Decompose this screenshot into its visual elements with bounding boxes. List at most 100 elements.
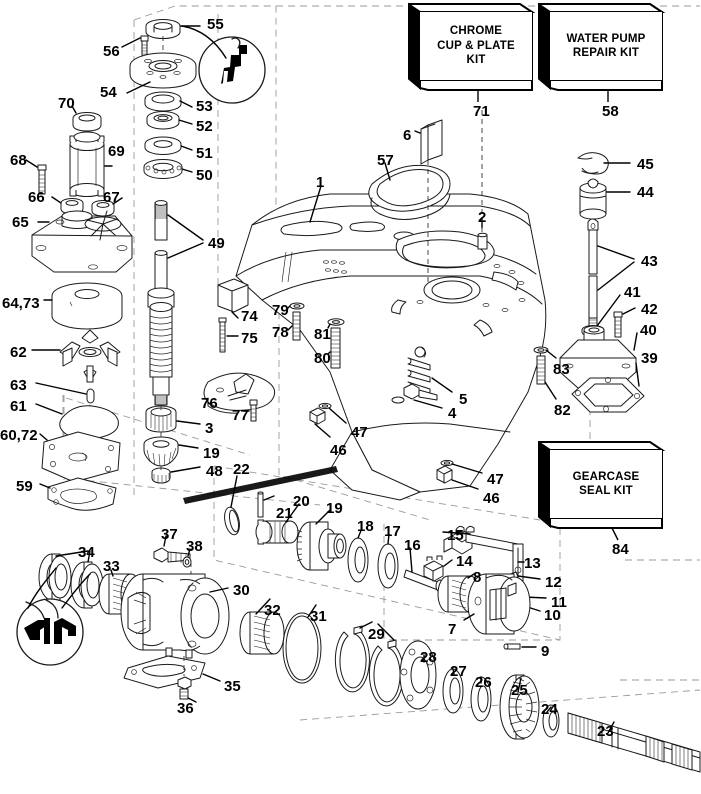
part-22-ring (224, 506, 240, 536)
callout-48: 48 (206, 463, 223, 480)
callout-77: 77 (232, 407, 249, 424)
callout-15: 15 (447, 527, 464, 544)
part-81-washer (327, 318, 345, 326)
part-61-gasket (59, 405, 119, 440)
part-19-forward-gear (296, 521, 347, 571)
callout-64-73: 64,73 (2, 295, 40, 312)
part-39-gasket (571, 377, 645, 413)
callout-52: 52 (196, 118, 213, 135)
callout-8: 8 (473, 569, 482, 586)
callout-53: 53 (196, 98, 213, 115)
callout-23: 23 (597, 723, 614, 740)
part-60-72-plate (41, 431, 121, 483)
callout-78: 78 (272, 324, 289, 341)
part-63-pin (86, 388, 95, 404)
callout-33: 33 (103, 558, 120, 575)
callout-45: 45 (637, 156, 654, 173)
callout-14: 14 (456, 553, 473, 570)
part-9-pin (503, 643, 521, 650)
kit-label-line: REPAIR KIT (572, 47, 640, 59)
part-67-seal (91, 200, 115, 217)
part-14-clutch-dog (423, 555, 444, 582)
callout-37: 37 (161, 526, 178, 543)
callout-67: 67 (103, 189, 120, 206)
callout-29: 29 (368, 626, 385, 643)
part-43-shift-rod-lower (588, 275, 598, 327)
part-29-snap-ring-b (368, 639, 404, 707)
part-32-bearing (239, 611, 285, 655)
callout-56: 56 (103, 43, 120, 60)
callout-21: 21 (276, 505, 293, 522)
callout-40: 40 (640, 322, 657, 339)
part-79-washer (289, 302, 305, 310)
callout-35: 35 (224, 678, 241, 695)
callout-2: 2 (478, 209, 487, 226)
callout-63: 63 (10, 377, 27, 394)
part-7-bearing-carrier (467, 573, 531, 635)
callout-58: 58 (602, 103, 619, 120)
kit-label-line: KIT (466, 54, 486, 67)
part-50-bearing (143, 159, 183, 179)
callout-79: 79 (272, 302, 289, 319)
part-4-bolt (391, 383, 438, 404)
callout-82: 82 (554, 402, 571, 419)
part-68-bolt (37, 164, 47, 195)
kit-label-line: WATER PUMP (566, 32, 646, 45)
callout-3: 3 (205, 420, 214, 437)
part-29-snap-ring-a (334, 625, 370, 693)
callout-83: 83 (553, 361, 570, 378)
callout-19: 19 (326, 500, 343, 517)
part-75-bolt (218, 317, 227, 353)
callout-51: 51 (196, 145, 213, 162)
part-34-bearing-b (70, 561, 104, 609)
part-54-pump-housing (129, 52, 197, 89)
part-80-bolt (330, 327, 341, 369)
callout-57: 57 (377, 152, 394, 169)
callout-74: 74 (241, 308, 258, 325)
callout-31: 31 (310, 608, 327, 625)
part-52-seal (146, 111, 180, 130)
part-28-retainer-plate (399, 640, 437, 710)
callout-80: 80 (314, 350, 331, 367)
callout-55: 55 (207, 16, 224, 33)
callout-22: 22 (233, 461, 250, 478)
part-46-fitting-lower (436, 465, 453, 484)
part-42-bolt (613, 311, 623, 338)
part-64-73-cup (51, 282, 123, 330)
part-20-clutch-dog (255, 519, 299, 545)
callout-71: 71 (473, 103, 490, 120)
part-27-washer (442, 668, 464, 714)
part-30-bearing-carrier (120, 573, 230, 659)
callout-10: 10 (544, 607, 561, 624)
part-21-pin (257, 491, 264, 518)
callout-38: 38 (186, 538, 203, 555)
part-62-impeller (59, 329, 121, 383)
part-36-bolt (177, 676, 192, 700)
callout-62: 62 (10, 344, 27, 361)
callout-69: 69 (108, 143, 125, 160)
part-53-seal (144, 91, 182, 112)
callout-46: 46 (483, 490, 500, 507)
callout-65: 65 (12, 214, 29, 231)
gearcase-lower-skeg (183, 431, 421, 504)
part-31-o-ring (282, 612, 322, 684)
part-65-pump-housing (31, 210, 133, 273)
part-44-cap (579, 178, 607, 220)
callout-5: 5 (459, 391, 468, 408)
part-40-shift-housing (559, 325, 637, 389)
part-1-gearcase-body (235, 193, 547, 493)
callout-75: 75 (241, 330, 258, 347)
part-70-bushing (72, 112, 102, 132)
callout-16: 16 (404, 537, 421, 554)
part-35-anode-plate (123, 655, 206, 689)
part-82-bolt (536, 355, 546, 385)
callout-36: 36 (177, 700, 194, 717)
callout-19: 19 (203, 445, 220, 462)
part-15-cam-follower (443, 525, 475, 555)
part-74-anode (217, 278, 249, 313)
part-19-pinion-gear (143, 436, 179, 467)
callout-20: 20 (293, 493, 310, 510)
part-51-washer (144, 136, 182, 155)
part-6-key (420, 119, 443, 165)
